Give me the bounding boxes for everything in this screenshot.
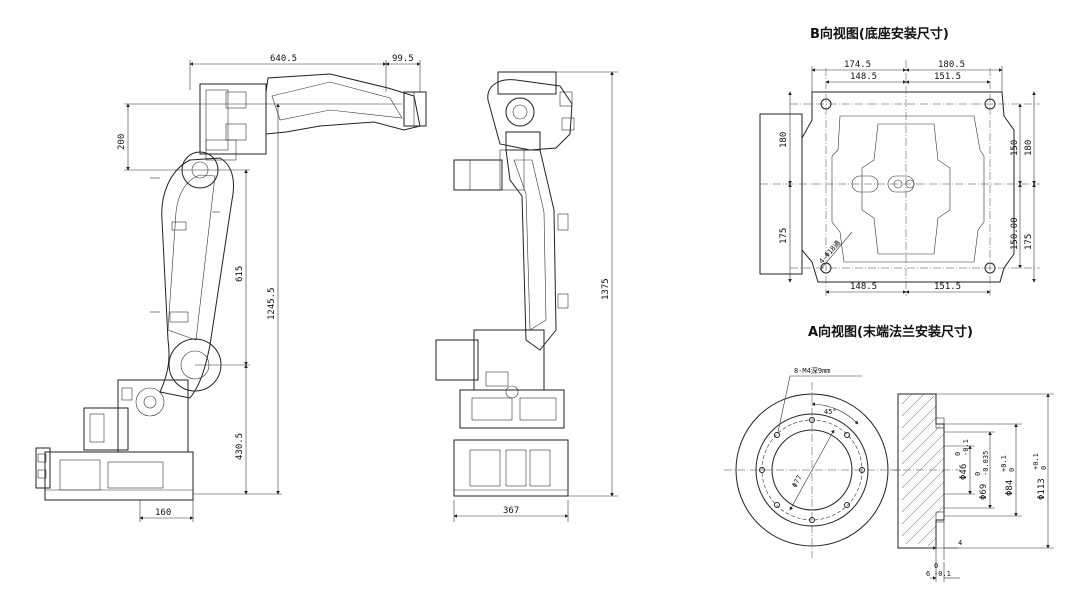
dim-base-left-lower: 175 <box>779 228 789 244</box>
dim-total-height: 1245.5 <box>267 287 277 320</box>
flange-d84: Φ84 <box>1005 480 1015 496</box>
dim-reach-top: 640.5 <box>270 54 297 64</box>
dim-base-inner-right: 151.5 <box>934 72 961 82</box>
flange-d84-tol-lower: 0 <box>1008 468 1016 472</box>
flange-step-tol-upper: 0 <box>934 562 938 570</box>
dim-base-bottom-left: 148.5 <box>850 282 877 292</box>
side-base <box>35 379 194 501</box>
dim-front-base-width: 367 <box>503 506 519 516</box>
front-view: 1375 367 <box>435 71 618 522</box>
flange-step-tol-lower: -0.1 <box>934 570 951 578</box>
side-lower-arm <box>150 151 234 399</box>
flange-angle: 45° <box>824 408 837 416</box>
side-upper-arm <box>199 73 427 161</box>
dim-arm-offset: 200 <box>117 134 127 150</box>
dim-front-height: 1375 <box>601 278 611 300</box>
flange-d69: Φ69 <box>979 484 989 500</box>
front-wrist <box>487 71 575 151</box>
dim-base-right-lower-inner: 150.00 <box>1010 217 1020 250</box>
dim-base-right-upper-outer: 180 <box>1024 140 1034 156</box>
flange-d113: Φ113 <box>1037 478 1047 500</box>
dim-base-top-right: 180.5 <box>938 60 965 70</box>
dim-base-height: 430.5 <box>235 433 245 460</box>
front-arm <box>453 149 569 351</box>
side-dimensions: 640.5 99.5 200 615 1245.5 430.5 160 <box>117 54 421 522</box>
base-mounting-view: B向视图(底座安装尺寸) 174.5 180.5 148.5 151.5 <box>759 26 1040 296</box>
side-view: 640.5 99.5 200 615 1245.5 430.5 160 <box>35 54 427 522</box>
flange-face: Φ77 45° 8-M4深9mm <box>724 366 900 558</box>
flange-d46-tol-lower: -0.1 <box>962 439 970 456</box>
flange-d69-tol-lower: -0.035 <box>982 451 990 476</box>
flange-screw-note: 8-M4深9mm <box>794 366 831 375</box>
base-hole-note: 4-Φ18通 <box>817 238 842 265</box>
dim-base-right-lower-outer: 175 <box>1024 234 1034 250</box>
flange-d84-tol-upper: +0.1 <box>1000 455 1008 472</box>
dim-upper-arm: 615 <box>235 266 245 282</box>
a-view-title: A向视图(末端法兰安装尺寸) <box>808 324 973 340</box>
dim-base-left-upper: 180 <box>779 132 789 148</box>
flange-view: A向视图(末端法兰安装尺寸) Φ77 45° <box>724 324 1054 582</box>
flange-section: Φ46 0 -0.1 Φ69 0 -0.035 Φ84 +0.1 0 Φ113 … <box>890 393 1054 582</box>
dim-offset-top: 99.5 <box>392 54 414 64</box>
dim-base-right-upper-inner: 150 <box>1010 140 1020 156</box>
flange-d69-tol-upper: 0 <box>974 472 982 476</box>
flange-d113-tol-upper: +0.1 <box>1032 453 1040 470</box>
flange-pcd: Φ77 <box>791 474 804 489</box>
base-side-flange <box>759 113 803 275</box>
flange-d46-tol-upper: 0 <box>954 452 962 456</box>
dim-base-bottom-right: 151.5 <box>934 282 961 292</box>
b-view-title: B向视图(底座安装尺寸) <box>810 26 949 42</box>
front-base <box>435 329 569 497</box>
dim-base-inner-left: 148.5 <box>850 72 877 82</box>
flange-depth: 4 <box>958 539 962 547</box>
flange-d113-tol-lower: 0 <box>1040 466 1048 470</box>
dim-base-top-left: 174.5 <box>844 60 871 70</box>
front-dimensions: 1375 367 <box>453 71 618 522</box>
flange-step: 6 <box>926 570 930 578</box>
dim-side-base-width: 160 <box>155 508 171 518</box>
flange-d46: Φ46 <box>959 464 969 480</box>
